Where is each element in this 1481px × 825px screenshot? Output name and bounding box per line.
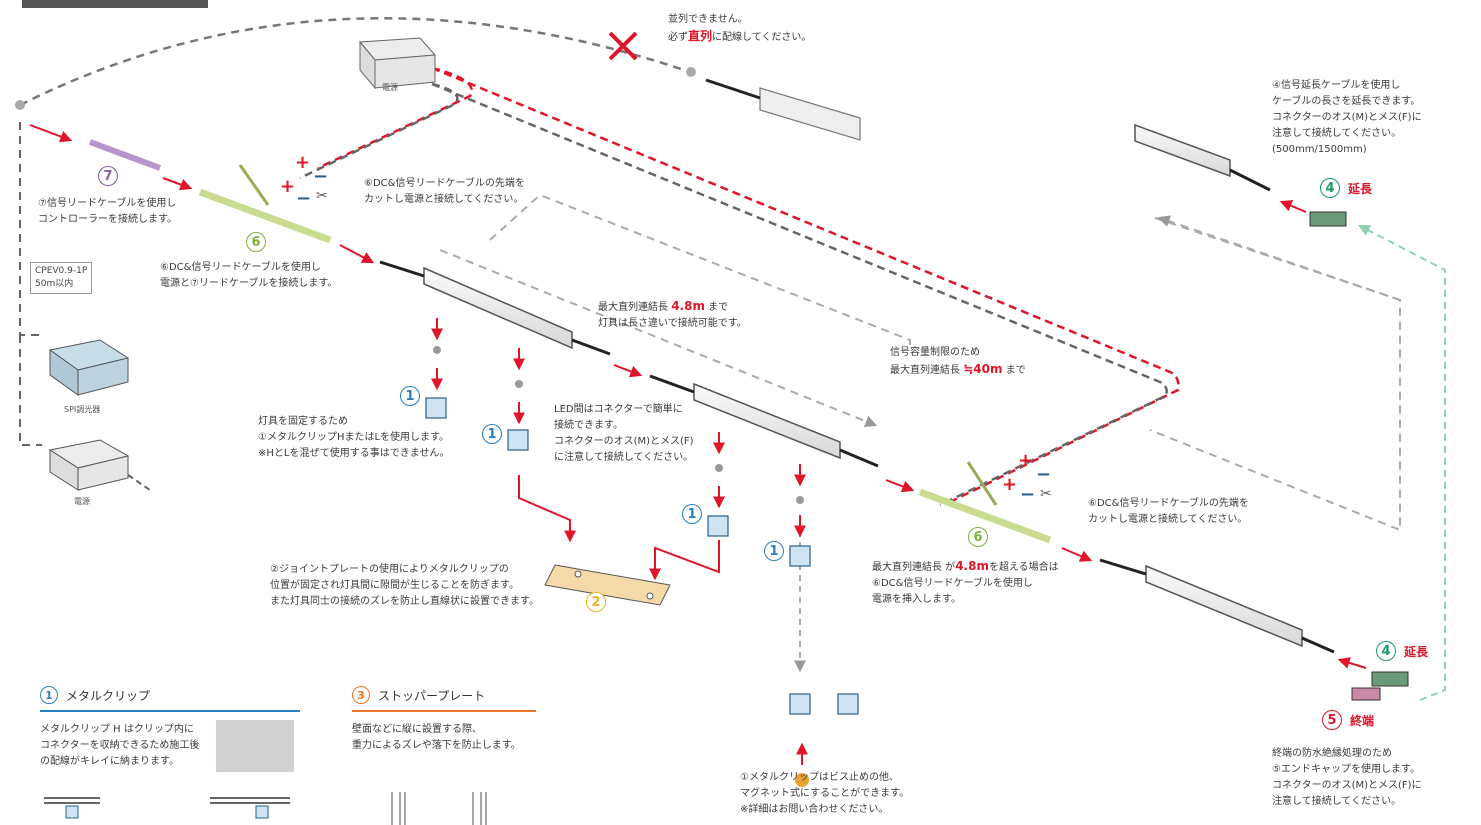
svg-text:+: +	[1002, 474, 1017, 495]
section-stopper-title: 3 ストッパープレート	[352, 686, 485, 704]
section-clip-line	[40, 710, 300, 712]
led-bar-4	[1134, 123, 1271, 192]
dc-lead-note: ⑥DC&信号リードケーブルを使用し 電源と⑦リードケーブルを接続します。	[160, 262, 338, 289]
led-bar-3	[1099, 558, 1335, 654]
badge-6-top: 6	[246, 232, 266, 252]
power-label-bottom: 電源	[74, 497, 90, 506]
led-conn-note: LED間はコネクターで簡単に 接続できます。 コネクターのオス(M)とメス(F)…	[554, 404, 694, 463]
extension-tag-top: 延長	[1348, 182, 1373, 196]
section-clip-desc: メタルクリップ H はクリップ内に コネクターを収納できるため施工後 の配線がキ…	[40, 724, 200, 767]
power-box-bottom	[48, 439, 130, 491]
cable-spec-box: CPEV0.9-1P 50m以内	[30, 262, 93, 294]
led-bar-2	[649, 374, 879, 468]
end-tag: 終端	[1350, 714, 1375, 728]
badge-5: 5	[1322, 710, 1342, 730]
badge-3-section: 3	[352, 686, 370, 704]
badge-1-section: 1	[40, 686, 58, 704]
section-stopper-desc: 壁面などに縦に設置する際、 重力によるズレや落下を防止します。	[352, 724, 521, 751]
joint-plate-note: ②ジョイントプレートの使用によりメタルクリップの 位置が固定され灯具間に隙間が生…	[270, 564, 539, 607]
dc-cut-note-top: ⑥DC&信号リードケーブルの先端を カットし電源と接続してください。	[364, 178, 525, 205]
spi-label: SPI調光器	[64, 405, 101, 414]
extension-tag-bottom: 延長	[1404, 645, 1429, 659]
badge-1-b: 1	[482, 424, 502, 444]
badge-1-c: 1	[682, 504, 702, 524]
svg-text:✂: ✂	[1040, 486, 1052, 502]
spi-box	[48, 339, 130, 396]
magnet-note: ①メタルクリップはビス止めの他、 マグネット式にすることができます。 ※詳細はお…	[740, 772, 910, 815]
signal-limit-note: 信号容量制限のため 最大直列連結長 ≒40m まで	[890, 347, 1026, 376]
badge-2: 2	[586, 592, 606, 612]
over-length-note: 最大直列連結長 が4.8mを超える場合は ⑥DC&信号リードケーブルを使用し 電…	[872, 559, 1059, 605]
dc-cut-note-mid: ⑥DC&信号リードケーブルの先端を カットし電源と接続してください。	[1088, 498, 1249, 525]
svg-text:✂: ✂	[316, 188, 328, 204]
badge-1-a: 1	[400, 386, 420, 406]
extension-note: ④信号延長ケーブルを使用し ケーブルの長さを延長できます。 コネクターのオス(M…	[1272, 80, 1422, 155]
signal-cable-note: ⑦信号リードケーブルを使用し コントローラーを接続します。	[38, 198, 177, 225]
section-clip-title: 1 メタルクリップ	[40, 686, 150, 704]
no-parallel-note: 並列できません。 必ず直列に配線してください。	[668, 14, 812, 43]
max-serial-note: 最大直列連結長 4.8m まで 灯具は長さ違いで接続可能です。	[598, 299, 747, 329]
badge-4-top: 4	[1320, 178, 1340, 198]
svg-text:−: −	[1036, 464, 1051, 485]
badge-6-mid: 6	[968, 527, 988, 547]
led-bar-1	[379, 260, 611, 356]
svg-text:−: −	[1020, 484, 1035, 505]
section-stopper-line	[352, 710, 536, 712]
svg-text:+: +	[280, 176, 295, 197]
badge-4-bottom: 4	[1376, 641, 1396, 661]
power-label: 電源	[382, 83, 398, 92]
badge-7: 7	[98, 166, 118, 186]
fix-note: 灯具を固定するため ①メタルクリップHまたはLを使用します。 ※HとLを混ぜて使…	[258, 416, 450, 459]
end-cap-note: 終端の防水絶縁処理のため ⑤エンドキャップを使用します。 コネクターのオス(M)…	[1272, 748, 1422, 807]
power-box-top	[358, 37, 437, 90]
svg-text:+: +	[1018, 450, 1033, 471]
svg-text:−: −	[296, 188, 311, 209]
svg-text:+: +	[295, 152, 310, 173]
badge-1-d: 1	[764, 541, 784, 561]
svg-text:−: −	[313, 166, 328, 187]
led-bar-top	[705, 78, 861, 141]
